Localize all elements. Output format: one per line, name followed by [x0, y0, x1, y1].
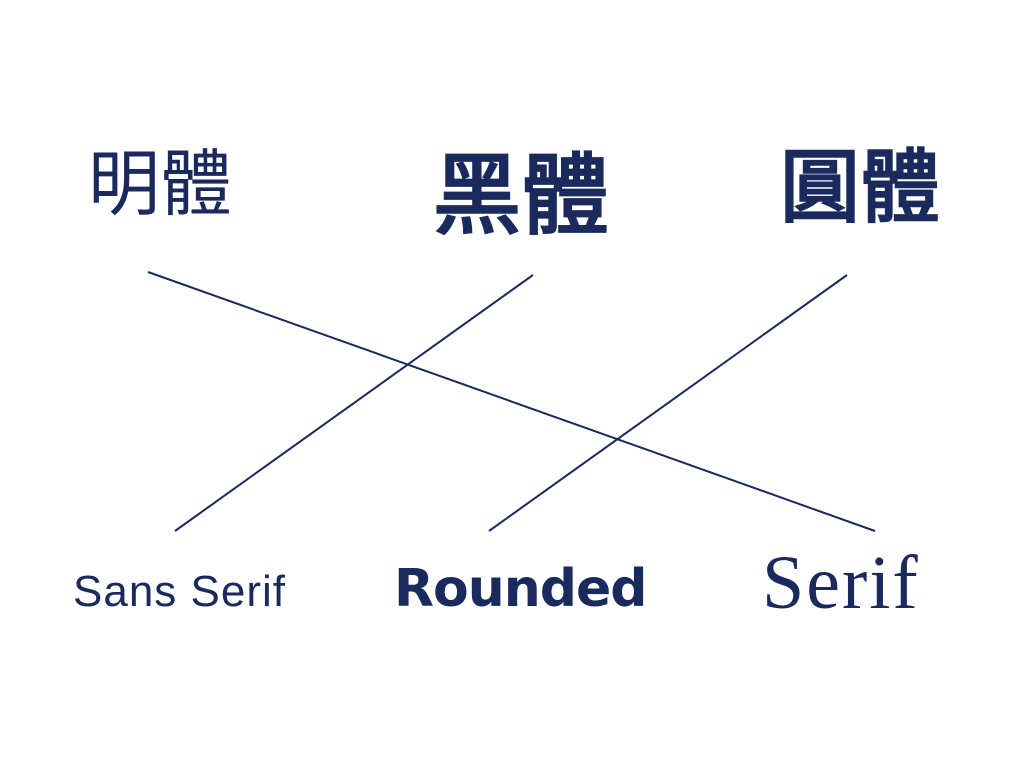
- line-hei-to-sans-serif: [174, 274, 534, 532]
- label-rounded: Rounded: [394, 559, 648, 619]
- label-hei-ti: 黑體: [433, 144, 610, 247]
- label-ming-ti: 明體: [88, 142, 233, 226]
- label-sans-serif: Sans Serif: [73, 567, 286, 616]
- label-yuan-ti: 圓體: [780, 141, 940, 234]
- line-yuan-to-rounded: [488, 274, 848, 532]
- line-ming-to-serif: [147, 271, 876, 532]
- label-serif: Serif: [762, 541, 920, 625]
